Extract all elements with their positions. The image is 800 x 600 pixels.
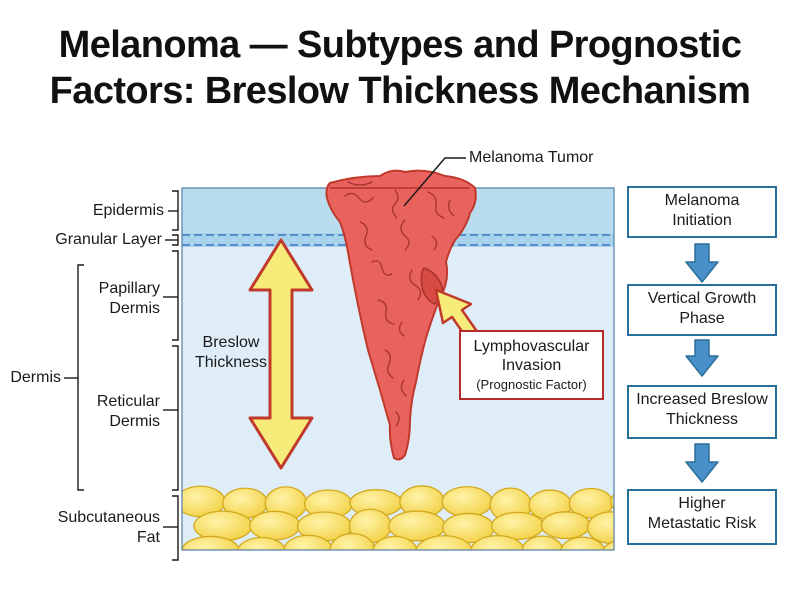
fat-cell: [193, 510, 253, 542]
fat-cell: [372, 535, 418, 550]
tumor-label-leader: [403, 157, 466, 207]
fat-cell: [470, 535, 525, 550]
subcutaneous-line-2: Fat: [136, 529, 160, 546]
layer-brackets: [64, 190, 179, 561]
breslow-line-1: Breslow: [202, 334, 260, 351]
reticular-line-1: Reticular: [96, 393, 160, 410]
granular-layer-label: Granular Layer: [55, 231, 162, 248]
flow-step-3-line-2: Thickness: [665, 411, 739, 428]
flow-step-4-line-2: Metastatic Risk: [647, 515, 757, 532]
epidermis-label: Epidermis: [92, 202, 164, 219]
fat-cell: [540, 511, 591, 540]
flow-step-vertical-growth: Vertical Growth Phase: [627, 284, 777, 336]
fat-cell: [560, 536, 606, 550]
papillary-dermis-label: Papillary Dermis: [40, 279, 160, 319]
subcutaneous-bracket: [172, 495, 179, 561]
fat-cell: [182, 535, 240, 550]
flow-step-breslow-thickness: Increased Breslow Thickness: [627, 385, 777, 439]
fat-cell: [249, 510, 301, 541]
fat-cell: [441, 486, 493, 518]
tumor-texture: [344, 181, 455, 427]
fat-cell: [602, 540, 614, 550]
flow-step-3-line-1: Increased Breslow: [636, 391, 768, 408]
title-line-1: Melanoma — Subtypes and Prognostic: [58, 24, 742, 66]
fat-cell: [521, 535, 564, 550]
flow-arrows: [685, 243, 719, 483]
subcutaneous-fat-cells: [182, 485, 614, 550]
fat-cell: [415, 535, 474, 550]
reticular-bracket: [172, 345, 179, 491]
papillary-line-2: Dermis: [109, 300, 160, 317]
callout-line-1: Lymphovascular: [473, 338, 590, 355]
flow-arrow-1: [685, 243, 719, 283]
papillary-line-1: Papillary: [98, 280, 160, 297]
breslow-thickness-label: Breslow Thickness: [186, 333, 276, 373]
breslow-line-2: Thickness: [194, 354, 268, 371]
fat-cell: [283, 534, 333, 550]
reticular-dermis-label: Reticular Dermis: [40, 392, 160, 432]
flow-step-initiation: Melanoma Initiation: [627, 186, 777, 238]
title-line-2: Factors: Breslow Thickness Mechanism: [49, 70, 751, 112]
papillary-bracket: [172, 250, 179, 341]
callout-line-2: Invasion: [501, 357, 562, 374]
flow-step-1-line-1: Melanoma: [664, 192, 740, 209]
subcutaneous-fat-label: Subcutaneous Fat: [30, 508, 160, 548]
tumor-body: [325, 169, 477, 461]
flow-step-2-line-2: Phase: [679, 310, 725, 327]
lymphovascular-invasion-callout: Lymphovascular Invasion (Prognostic Fact…: [459, 330, 604, 400]
flow-arrow-3: [685, 443, 719, 483]
subcutaneous-line-1: Subcutaneous: [57, 509, 160, 526]
callout-line-3: (Prognostic Factor): [476, 377, 587, 392]
flow-step-metastatic-risk: Higher Metastatic Risk: [627, 489, 777, 545]
fat-cell: [236, 536, 287, 550]
flow-arrow-2: [685, 339, 719, 377]
reticular-line-2: Dermis: [109, 413, 160, 430]
flow-step-4-line-1: Higher: [678, 495, 726, 512]
dermis-label: Dermis: [10, 369, 61, 386]
flow-step-2-line-1: Vertical Growth: [647, 290, 757, 307]
page-title: Melanoma — Subtypes and Prognostic Facto…: [0, 22, 800, 114]
tumor-label: Melanoma Tumor: [469, 149, 594, 166]
flow-step-1-line-2: Initiation: [672, 212, 732, 229]
breslow-thickness-arrow: [248, 238, 314, 470]
fat-cell: [610, 493, 614, 510]
